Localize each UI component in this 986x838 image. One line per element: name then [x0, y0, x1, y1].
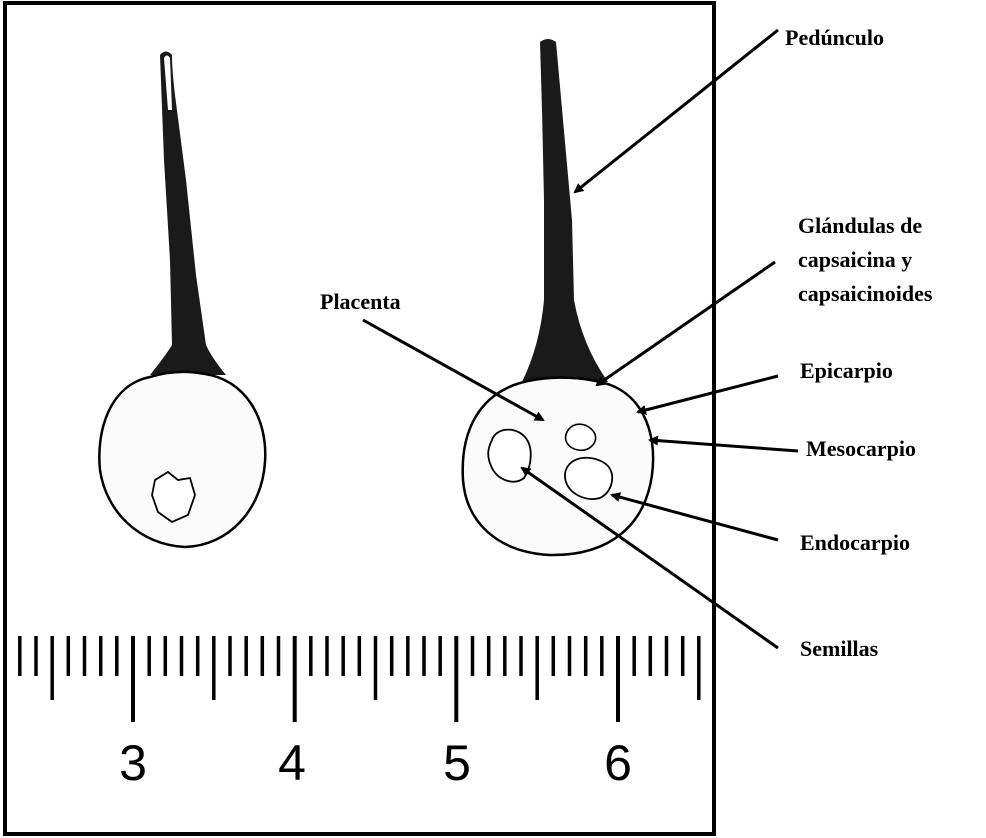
right-seed-middle	[566, 424, 596, 450]
label-endocarp: Endocarpio	[800, 530, 910, 555]
label-glands-line2: capsaicina y	[798, 247, 912, 272]
label-epicarp: Epicarpio	[800, 358, 893, 383]
label-mesocarp: Mesocarpio	[806, 436, 916, 461]
label-glands-line1: Glándulas de	[798, 213, 922, 238]
ruler-number-3: 3	[119, 735, 147, 791]
ruler-number-6: 6	[604, 735, 632, 791]
ruler-number-5: 5	[443, 735, 471, 791]
label-peduncle: Pedúnculo	[785, 25, 884, 50]
label-glands-line3: capsaicinoides	[798, 281, 933, 306]
label-seeds: Semillas	[800, 636, 879, 661]
label-placenta: Placenta	[320, 289, 401, 314]
ruler-number-4: 4	[278, 735, 306, 791]
left-fruit-body	[99, 372, 265, 547]
